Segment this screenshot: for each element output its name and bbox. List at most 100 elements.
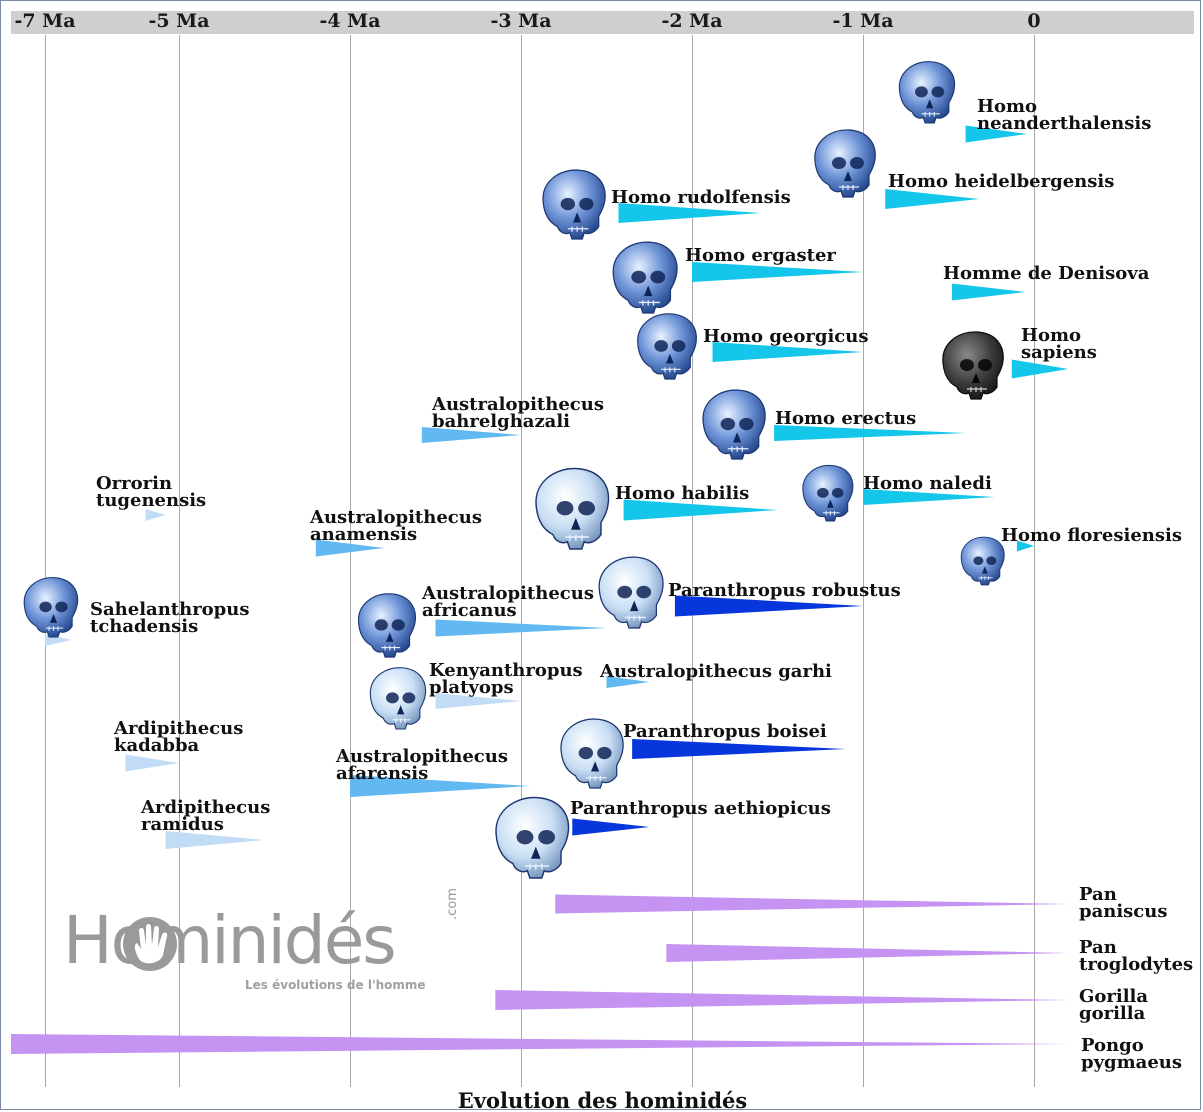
species-label-line: tchadensis: [90, 616, 199, 637]
species-label-line: Homme de Denisova: [943, 263, 1150, 284]
range-wedge: [965, 125, 1028, 143]
species-label: Homo rudolfensis: [611, 189, 791, 207]
skull-icon: [612, 241, 678, 314]
species-label-line: platyops: [429, 677, 514, 698]
range-wedge: [421, 427, 521, 443]
species-label-line: Pongo: [1081, 1035, 1144, 1056]
species-label-line: Homo: [977, 96, 1038, 117]
grid-line: [45, 35, 46, 1087]
species-label: Paranthropus robustus: [668, 580, 901, 601]
grid-line: [521, 35, 522, 1087]
range-wedge: [435, 619, 607, 637]
species-label-line: Homo georgicus: [703, 326, 869, 347]
range-wedge: [774, 425, 966, 441]
grid-line: [1034, 35, 1035, 1087]
species-label: Homo heidelbergensis: [888, 171, 1115, 192]
range-wedge: [674, 595, 863, 617]
logo-tagline: Les évolutions de l'homme: [245, 978, 426, 992]
skull-icon: [560, 718, 624, 789]
tick-label: -4 Ma: [319, 10, 381, 32]
range-wedge: [692, 262, 863, 282]
range-wedge: [315, 539, 385, 557]
range-wedge: [555, 894, 1069, 914]
species-label-line: Homo floresiensis: [1001, 525, 1182, 546]
skull-icon: [542, 169, 606, 240]
range-wedge: [885, 189, 980, 209]
species-label: Homo georgicus: [703, 326, 869, 347]
species-label-line: Paranthropus boisei: [623, 721, 827, 742]
range-wedge: [606, 676, 650, 688]
species-label-line: Ardipithecus: [141, 797, 271, 818]
species-label-line: Australopithecus: [310, 507, 482, 528]
range-wedge: [495, 990, 1069, 1010]
species-label-line: Homo heidelbergensis: [888, 171, 1115, 192]
range-wedge: [11, 1034, 1069, 1054]
range-wedge: [618, 203, 761, 223]
species-label-line: paniscus: [1079, 901, 1168, 922]
species-label: Homo habilis: [615, 483, 750, 504]
range-wedge: [435, 693, 521, 709]
species-label: Homo floresiensis: [1001, 525, 1182, 546]
species-label-line: Homo erectus: [775, 408, 917, 429]
species-label-line: Pan: [1079, 884, 1117, 905]
grid-line: [863, 35, 864, 1087]
range-wedge: [125, 754, 179, 772]
skull-icon: [637, 313, 697, 380]
species-label-line: Gorilla: [1079, 986, 1149, 1007]
skull-icon: [358, 593, 416, 658]
species-label-line: bahrelghazali: [432, 411, 571, 432]
time-axis-bar: [11, 11, 1194, 34]
species-label-line: Homo ergaster: [685, 245, 836, 266]
species-label-line: Australopithecus garhi: [600, 661, 832, 682]
species-label-line: Paranthropus aethiopicus: [570, 798, 831, 819]
species-label-line: Paranthropus robustus: [668, 580, 901, 601]
species-label-line: africanus: [422, 600, 517, 621]
skull-icon: [598, 556, 664, 629]
species-label-line: Pan: [1079, 937, 1117, 958]
skull-icon: [898, 61, 956, 124]
range-wedge: [165, 831, 265, 849]
species-label-line: Kenyanthropus: [429, 660, 583, 681]
tick-label: -7 Ma: [14, 10, 76, 32]
species-label: Australopithecus garhi: [600, 661, 832, 682]
range-wedge: [572, 818, 650, 836]
range-wedge: [712, 342, 863, 362]
species-label-line: Homo habilis: [615, 483, 750, 504]
species-label-line: kadabba: [114, 735, 200, 756]
skull-icon: [960, 536, 1005, 586]
species-label-line: gorilla: [1079, 1003, 1146, 1024]
species-label-line: anamensis: [310, 524, 418, 545]
range-wedge: [951, 283, 1026, 301]
skull-icon: [814, 129, 876, 198]
species-label-line: Homo naledi: [863, 473, 992, 494]
tick-label: 0: [1027, 10, 1041, 32]
species-label: Homo naledi: [863, 473, 992, 494]
skull-icon: [802, 464, 854, 522]
skull-icon: [369, 667, 427, 730]
range-wedge: [1016, 540, 1034, 552]
species-label-line: Australopithecus: [432, 394, 604, 415]
grid-line: [350, 35, 351, 1087]
skull-icon: [702, 389, 766, 460]
species-label-line: afarensis: [336, 763, 429, 784]
skull-icon: [495, 796, 570, 879]
grid-line: [692, 35, 693, 1087]
range-wedge: [623, 499, 778, 521]
hominides-logo: Hominidés .com Les évolutions de l'homme: [63, 888, 463, 1001]
species-label-line: sapiens: [1021, 342, 1097, 363]
range-wedge: [145, 509, 166, 521]
